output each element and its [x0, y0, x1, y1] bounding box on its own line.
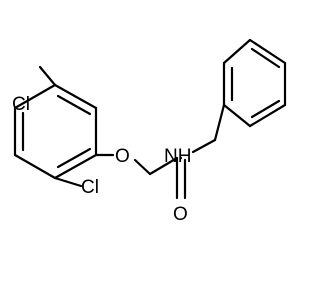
bond [222, 38, 252, 65]
ether-oxygen-label: O [115, 146, 130, 167]
molecule-structure: Cl Cl O NH O [12, 38, 287, 225]
bond [250, 99, 281, 119]
bond [222, 103, 252, 128]
bond [38, 65, 57, 87]
chlorine-label: Cl [12, 94, 30, 115]
bond [53, 176, 83, 188]
bond [213, 103, 226, 142]
amide-nh-label: NH [164, 146, 191, 167]
bond [53, 153, 98, 180]
bond [56, 94, 92, 116]
bond [250, 47, 281, 69]
chlorine-label: Cl [81, 177, 99, 198]
bond [133, 158, 152, 176]
bond [53, 83, 98, 110]
bond [148, 156, 179, 176]
bond [13, 83, 57, 110]
carbonyl-oxygen-label: O [173, 204, 188, 225]
bond [248, 38, 287, 65]
bond [191, 138, 217, 154]
bond [13, 153, 57, 180]
dichlorophenyl-ring [13, 83, 98, 180]
bond [248, 103, 287, 128]
bond [56, 147, 92, 169]
benzyl-ring [222, 38, 287, 128]
